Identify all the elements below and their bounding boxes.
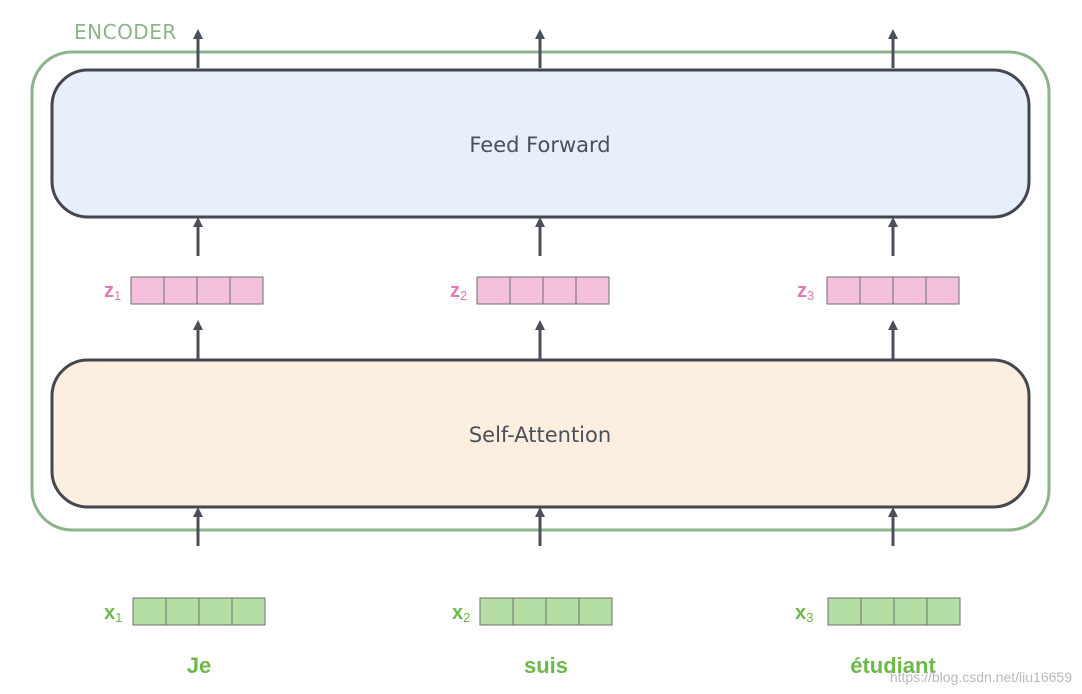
x-vector-label-3: x3 (795, 602, 813, 625)
x-vector-1 (132, 597, 266, 626)
feed-forward-label: Feed Forward (469, 133, 610, 157)
word-3: étudiant (850, 653, 936, 678)
column-3: z3 x3 étudiant (795, 29, 961, 678)
z-vector-label-3: z3 (797, 280, 814, 303)
encoder-title: ENCODER (74, 20, 177, 44)
x-vector-3 (827, 597, 961, 626)
word-2: suis (524, 653, 568, 678)
x-vector-label-1: x1 (104, 602, 122, 625)
column-2: z2 x2 suis (450, 29, 613, 678)
z-vector-2 (476, 276, 610, 305)
z-vector-3 (826, 276, 960, 305)
z-vector-label-1: z1 (104, 280, 121, 303)
column-1: z1 x1 Je (104, 29, 266, 678)
x-vector-label-2: x2 (452, 602, 470, 625)
z-vector-1 (130, 276, 264, 305)
word-1: Je (187, 653, 211, 678)
x-vector-2 (479, 597, 613, 626)
z-vector-label-2: z2 (450, 280, 467, 303)
self-attention-label: Self-Attention (469, 423, 611, 447)
watermark: https://blog.csdn.net/liu16659 (890, 669, 1072, 685)
